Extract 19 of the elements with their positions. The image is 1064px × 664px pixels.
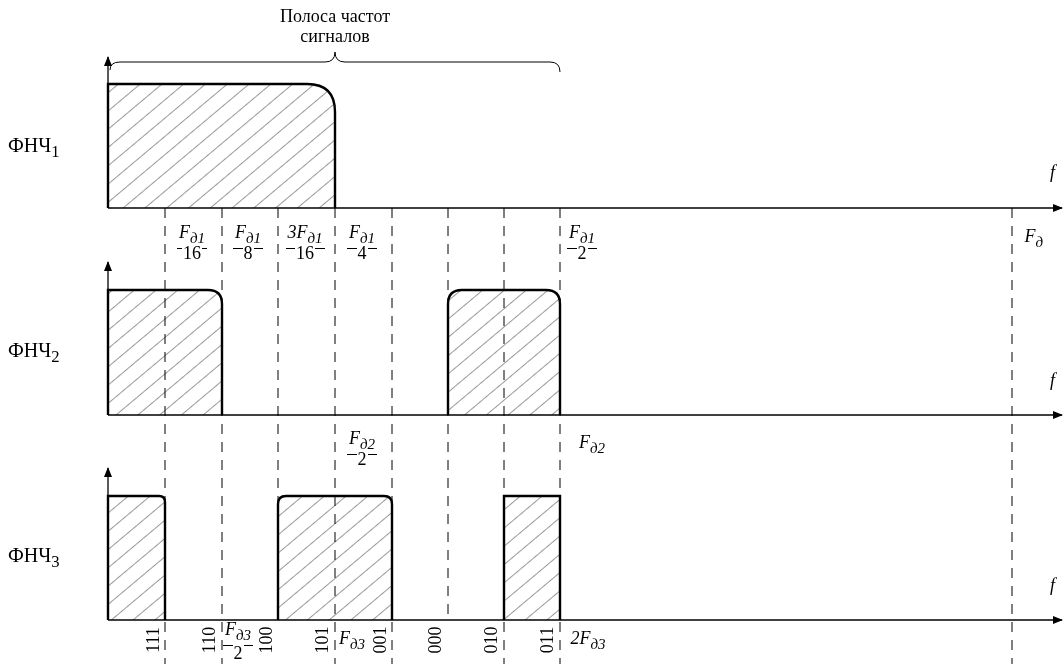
code-label: 101 <box>311 626 331 654</box>
code-label: 011 <box>537 626 558 654</box>
frequency-label: F$_{д2}$ <box>579 432 606 458</box>
axis-label: f <box>1050 162 1055 182</box>
frequency-label: F$_{д3}$ <box>339 628 366 654</box>
code-label: 001 <box>369 626 389 654</box>
filter-label: ФНЧ$_{3}$ <box>8 545 60 572</box>
frequency-label: 2F$_{д3}$ <box>570 628 606 654</box>
axis-label: f <box>1050 370 1055 390</box>
code-label: 111 <box>142 627 163 653</box>
code-label: 000 <box>424 626 444 654</box>
filter-label: ФНЧ$_{1}$ <box>8 135 60 162</box>
code-label: 100 <box>255 626 275 654</box>
band-label: Полоса частот сигналов <box>278 6 392 46</box>
filter-label: ФНЧ$_{2}$ <box>8 340 60 367</box>
frequency-label: F$_{д}$ <box>1024 226 1044 252</box>
code-label: 110 <box>199 626 220 654</box>
code-label: 010 <box>480 626 500 654</box>
axis-label: f <box>1050 575 1055 595</box>
